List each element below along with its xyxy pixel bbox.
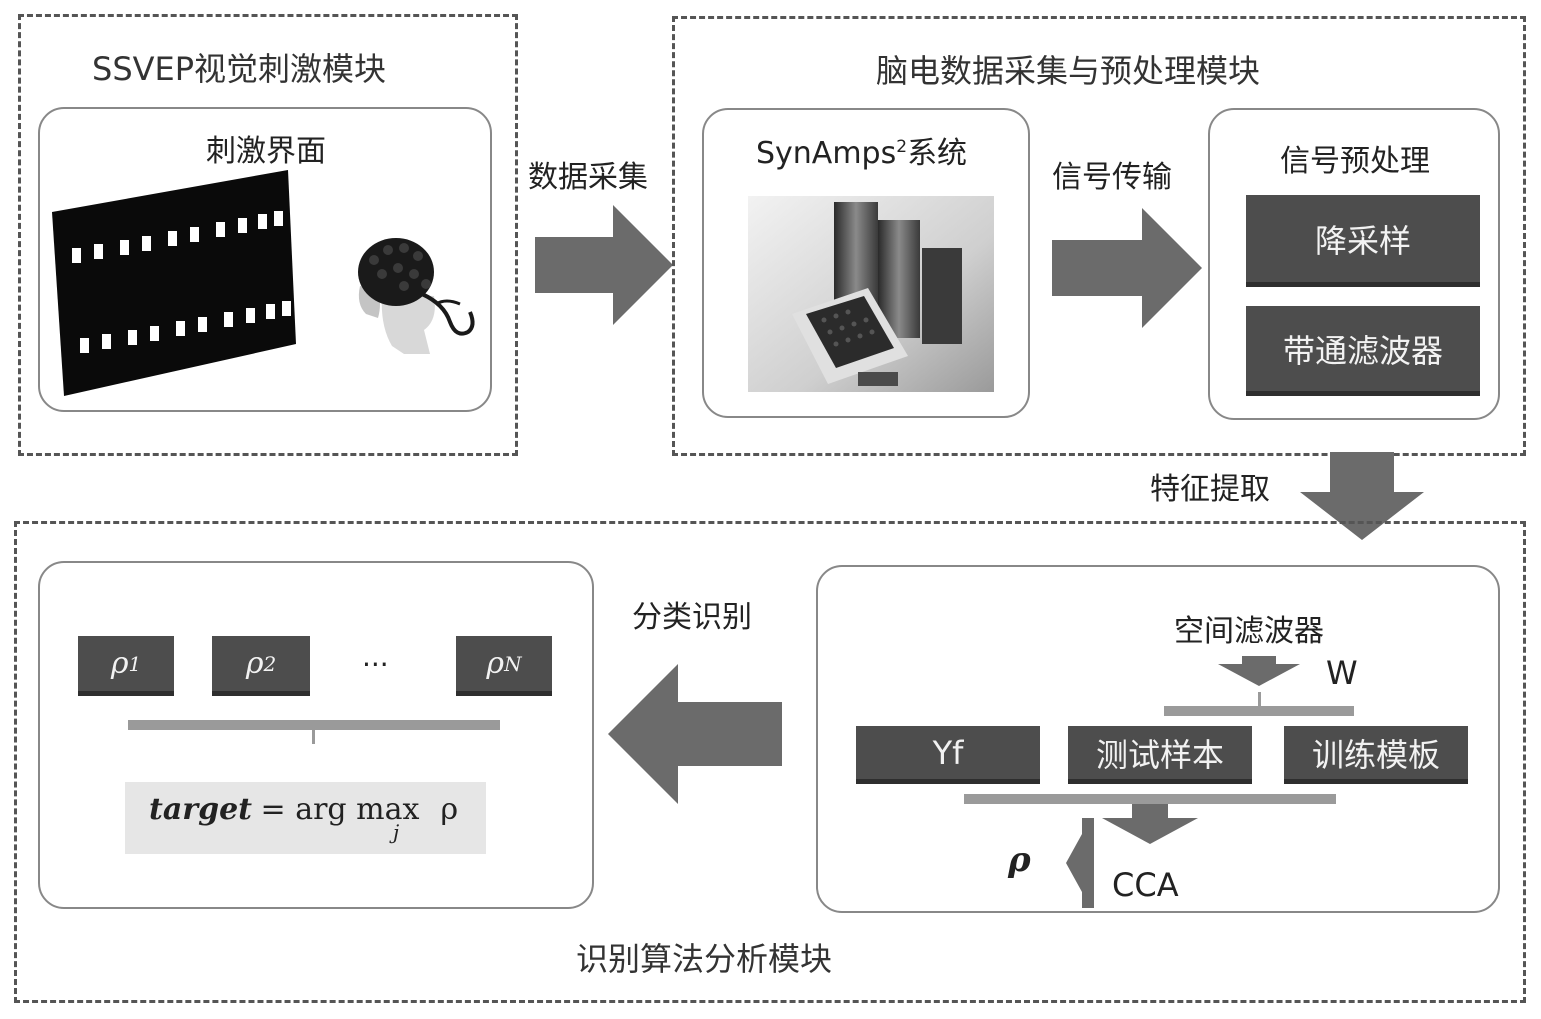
classification-panel: [38, 561, 594, 909]
classification-label: 分类识别: [632, 600, 752, 635]
data-acquisition-label: 数据采集: [528, 160, 648, 195]
eeg-cap-head-illustration: [358, 238, 475, 354]
stimulus-screen-illustration: [52, 170, 296, 396]
rho-ellipsis: ···: [362, 648, 389, 681]
formula-rho: ρ: [431, 792, 459, 827]
signal-transfer-arrow: [1052, 208, 1202, 328]
classification-arrow: [608, 664, 782, 804]
recognition-module: [14, 521, 1526, 1003]
rho-n-subscript: N: [504, 651, 522, 676]
formula-target: target: [149, 792, 253, 827]
recognition-module-title: 识别算法分析模块: [576, 940, 833, 978]
rho-collector-stem: [312, 730, 315, 744]
rho-collector-bar: [128, 720, 500, 730]
cca-input-bar: [964, 794, 1336, 804]
downsample-box: 降采样: [1246, 195, 1480, 287]
cca-method-label: CCA: [1112, 866, 1179, 904]
synamps-title: SynAmps2系统: [756, 128, 967, 172]
rho-2-symbol: ρ: [245, 646, 264, 681]
formula-index: j: [393, 820, 400, 844]
rho-1-subscript: 1: [128, 651, 142, 676]
spatial-filter-bar: [1164, 706, 1354, 716]
rho-n-symbol: ρ: [486, 646, 505, 681]
stimulus-module-title: SSVEP视觉刺激模块: [92, 50, 387, 88]
argmax-formula: target = arg max j ρ: [125, 782, 486, 854]
cca-output-arrow: [1066, 818, 1094, 908]
synamps-title-superscript: 2: [896, 137, 908, 157]
synamps-title-main: SynAmps: [756, 136, 897, 171]
preprocess-title: 信号预处理: [1280, 144, 1430, 179]
spatial-filter-arrow: [1218, 656, 1300, 686]
signal-transfer-label: 信号传输: [1052, 160, 1172, 195]
cca-rho-output: ρ: [1008, 840, 1031, 880]
rho-1-symbol: ρ: [110, 646, 129, 681]
weight-w-label: W: [1326, 654, 1358, 692]
test-sample-box: 测试样本: [1068, 726, 1252, 784]
cca-input-arrow: [1102, 804, 1198, 844]
rho-2-subscript: 2: [263, 651, 277, 676]
spatial-filter-stem: [1258, 692, 1261, 708]
data-acquisition-arrow: [535, 205, 673, 325]
bandpass-filter-box: 带通滤波器: [1246, 306, 1480, 396]
acquisition-module: [672, 16, 1526, 456]
feature-extraction-label: 特征提取: [1150, 472, 1270, 507]
synamps-title-suffix: 系统: [907, 136, 968, 171]
stimulus-interface-title: 刺激界面: [206, 134, 326, 169]
formula-argmax: = arg max: [251, 792, 420, 827]
spatial-filter-label: 空间滤波器: [1174, 614, 1324, 649]
synamps-amplifier-illustration: [748, 196, 994, 392]
training-template-box: 训练模板: [1284, 726, 1468, 784]
acquisition-module-title: 脑电数据采集与预处理模块: [876, 52, 1261, 90]
stimulus-module: [18, 14, 518, 456]
yf-box: Yf: [856, 726, 1040, 784]
feature-extraction-arrow: [1300, 452, 1424, 540]
